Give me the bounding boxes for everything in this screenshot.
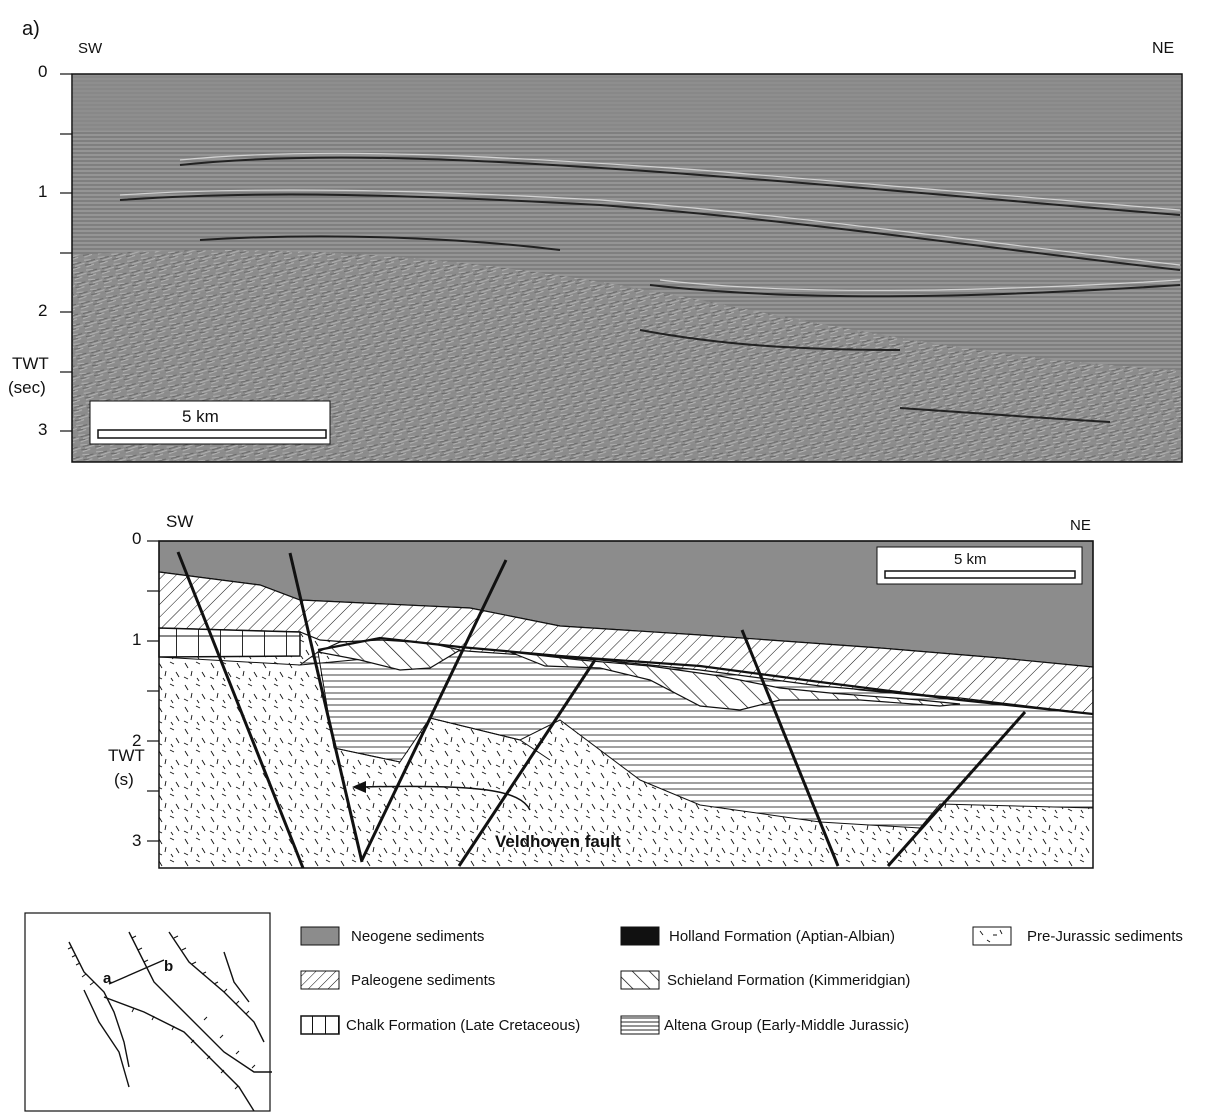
section-scale-label: 5 km	[954, 551, 987, 568]
seismic-axis-title: TWT	[12, 354, 49, 373]
legend-swatch-paleogene	[300, 970, 340, 990]
legend-swatch-holland	[620, 926, 660, 946]
seismic-tick-3: 3	[38, 420, 48, 439]
legend-label-prejurassic: Pre-Jurassic sediments	[1027, 928, 1183, 945]
legend-swatch-neogene	[300, 926, 340, 946]
geologic-cross-section	[147, 540, 1094, 869]
section-tick-0: 0	[132, 529, 142, 548]
section-direction-left: SW	[166, 512, 194, 531]
legend-swatch-schieland	[620, 970, 660, 990]
seismic-section-image	[60, 73, 1183, 463]
legend-label-neogene: Neogene sediments	[351, 928, 485, 945]
seismic-direction-right: NE	[1152, 40, 1175, 57]
section-direction-right: NE	[1070, 517, 1091, 534]
seismic-scale-label: 5 km	[182, 407, 219, 426]
legend-label-holland: Holland Formation (Aptian-Albian)	[669, 928, 895, 945]
map-label-a: a	[103, 970, 112, 987]
seismic-direction-left: SW	[78, 40, 103, 57]
legend-label-schieland: Schieland Formation (Kimmeridgian)	[667, 972, 911, 989]
section-axis-unit: (s)	[114, 770, 134, 789]
legend-swatch-chalk	[300, 1015, 340, 1035]
veldhoven-fault-label: Veldhoven fault	[495, 832, 621, 851]
seismic-tick-0: 0	[38, 62, 48, 81]
legend-label-paleogene: Paleogene sediments	[351, 972, 496, 989]
location-map	[24, 912, 272, 1112]
section-tick-3: 3	[132, 831, 142, 850]
legend-label-altena: Altena Group (Early-Middle Jurassic)	[664, 1017, 910, 1034]
legend-label-chalk: Chalk Formation (Late Cretaceous)	[346, 1017, 581, 1034]
seismic-tick-2: 2	[38, 301, 48, 320]
panel-label: a)	[22, 18, 40, 40]
legend-swatch-altena	[620, 1015, 660, 1035]
legend-swatch-prejurassic	[972, 926, 1012, 946]
section-tick-1: 1	[132, 630, 142, 649]
seismic-axis-unit: (sec)	[8, 378, 46, 397]
seismic-tick-1: 1	[38, 182, 48, 201]
section-tick-2: 2	[132, 731, 142, 750]
section-axis-title: TWT	[108, 746, 145, 765]
map-label-b: b	[164, 958, 174, 975]
